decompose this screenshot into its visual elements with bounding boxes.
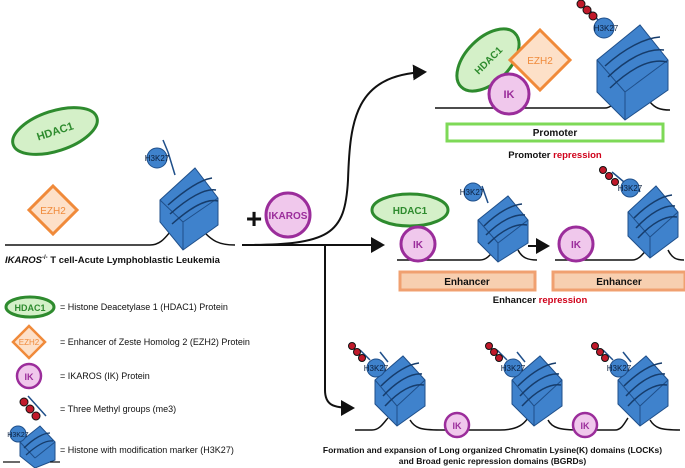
enhancer-caption-red: repression (538, 295, 588, 306)
left-panel: HDAC1 EZH2 H3K27 (5, 106, 236, 251)
locks-panel: H3K27 H3K27 H3K27 IK (348, 342, 681, 439)
enhancer-h3k27-label-2: H3K27 (618, 184, 643, 193)
enhancer-ik-label-2: IK (571, 240, 582, 251)
left-caption-gene: IKAROS (5, 255, 42, 267)
enhancer-methyl-3 (611, 178, 619, 186)
legend-hdac1-symbol-label: HDAC1 (14, 303, 45, 313)
enhancer-box-2 (551, 270, 685, 292)
locks-h3k27-label-2: H3K27 (501, 364, 526, 373)
legend-me3-text: = Three Methyl groups (me3) (60, 404, 177, 414)
locks-ik-2 (571, 411, 599, 439)
promoter-ik (487, 72, 531, 116)
legend-hdac1-text: = Histone Deacetylase 1 (HDAC1) Protein (60, 302, 228, 312)
locks-dna (355, 417, 681, 431)
legend-methyl-symbol (19, 395, 47, 421)
enhancer-nucleosome-1 (463, 182, 529, 263)
promoter-caption-red: repression (553, 150, 602, 161)
enhancer-caption-black: Enhancer (492, 295, 539, 306)
promoter-caption: Promoter repression (455, 150, 655, 161)
locks-h3k27-label-1: H3K27 (364, 364, 389, 373)
locks-caption-line1: Formation and expansion of Long organize… (322, 445, 663, 455)
enhancer-box-label-1: Enhancer (444, 277, 490, 288)
plus-sign: + (246, 203, 262, 234)
promoter-box (445, 122, 665, 143)
methyl-3 (588, 11, 598, 21)
left-caption: IKAROS-/- T cell-Acute Lymphoblastic Leu… (5, 255, 220, 266)
enhancer-h3k27-label-1: H3K27 (460, 188, 485, 197)
ezh2-protein (26, 183, 80, 237)
locks-h3k27-label-3: H3K27 (607, 364, 632, 373)
promoter-ezh2 (507, 27, 573, 93)
enhancer-box-1 (398, 270, 537, 292)
promoter-panel: H3K27 HDAC1 EZH2 IK Promoter (435, 0, 671, 143)
arrow-to-locks (324, 245, 355, 416)
legend-ik-symbol (15, 362, 43, 390)
promoter-ik-label: IK (504, 89, 515, 101)
enhancer-hdac1-label: HDAC1 (393, 206, 428, 217)
enhancer-caption: Enhancer repression (440, 295, 640, 306)
locks-ik-label-1: IK (453, 421, 463, 431)
enhancer-hdac1 (370, 192, 450, 228)
enhancer-ik-1 (399, 225, 437, 263)
legend-ezh2-symbol-label: EZH2 (19, 338, 40, 347)
legend-ik-symbol-label: IK (25, 372, 35, 382)
promoter-nucleosome (576, 0, 669, 121)
legend-ik-text: = IKAROS (IK) Protein (60, 371, 150, 381)
left-caption-rest: T cell-Acute Lymphoblastic Leukemia (47, 255, 220, 267)
locks-ik-label-2: IK (581, 421, 591, 431)
locks-nucleosome-3 (591, 342, 669, 427)
legend: HDAC1 EZH2 IK H3K27 (3, 295, 60, 468)
promoter-caption-black: Promoter (508, 150, 554, 161)
enhancer-methyl-1 (599, 166, 607, 174)
legend-ezh2-text: = Enhancer of Zeste Homolog 2 (EZH2) Pro… (60, 337, 250, 347)
legend-ezh2-symbol (11, 324, 47, 360)
promoter-ezh2-label: EZH2 (527, 56, 553, 67)
promoter-h3k27-label: H3K27 (594, 24, 619, 33)
hdac1-protein (11, 106, 99, 156)
dna-strand (5, 231, 236, 246)
ikaros-label: IKAROS (269, 211, 308, 222)
legend-histone-text: = Histone with modification marker (H3K2… (60, 445, 234, 455)
methyl-1 (576, 0, 586, 9)
h3k27-label: H3K27 (145, 154, 170, 163)
locks-nucleosome-2 (485, 342, 563, 427)
nucleosome (146, 139, 219, 251)
legend-histone-symbol (3, 425, 60, 468)
locks-caption: Formation and expansion of Long organize… (300, 445, 685, 467)
methyl-2 (582, 5, 592, 15)
h3k27-marker (146, 147, 168, 169)
arrow-to-promoter (241, 64, 427, 246)
enhancer-ik-2 (557, 225, 595, 263)
locks-nucleosome-1 (348, 342, 426, 427)
locks-caption-line2: and Broad genic repression domains (BGRD… (398, 456, 587, 466)
enhancer-methyl-2 (605, 172, 613, 180)
left-caption-superscript: -/- (41, 255, 48, 261)
enhancer-box-label-2: Enhancer (596, 277, 642, 288)
legend-histone-symbol-label: H3K27 (7, 432, 29, 439)
enhancer-panel: H3K27 HDAC1 IK Enhancer H3K27 IK Enhance… (370, 166, 685, 292)
enhancer-ik-label-1: IK (413, 240, 424, 251)
promoter-box-label: Promoter (533, 128, 578, 139)
legend-hdac1-symbol (4, 295, 56, 319)
ezh2-label: EZH2 (40, 206, 66, 217)
enhancer-nucleosome-2 (599, 166, 679, 259)
locks-ik-1 (443, 411, 471, 439)
ikaros-protein (264, 191, 312, 239)
